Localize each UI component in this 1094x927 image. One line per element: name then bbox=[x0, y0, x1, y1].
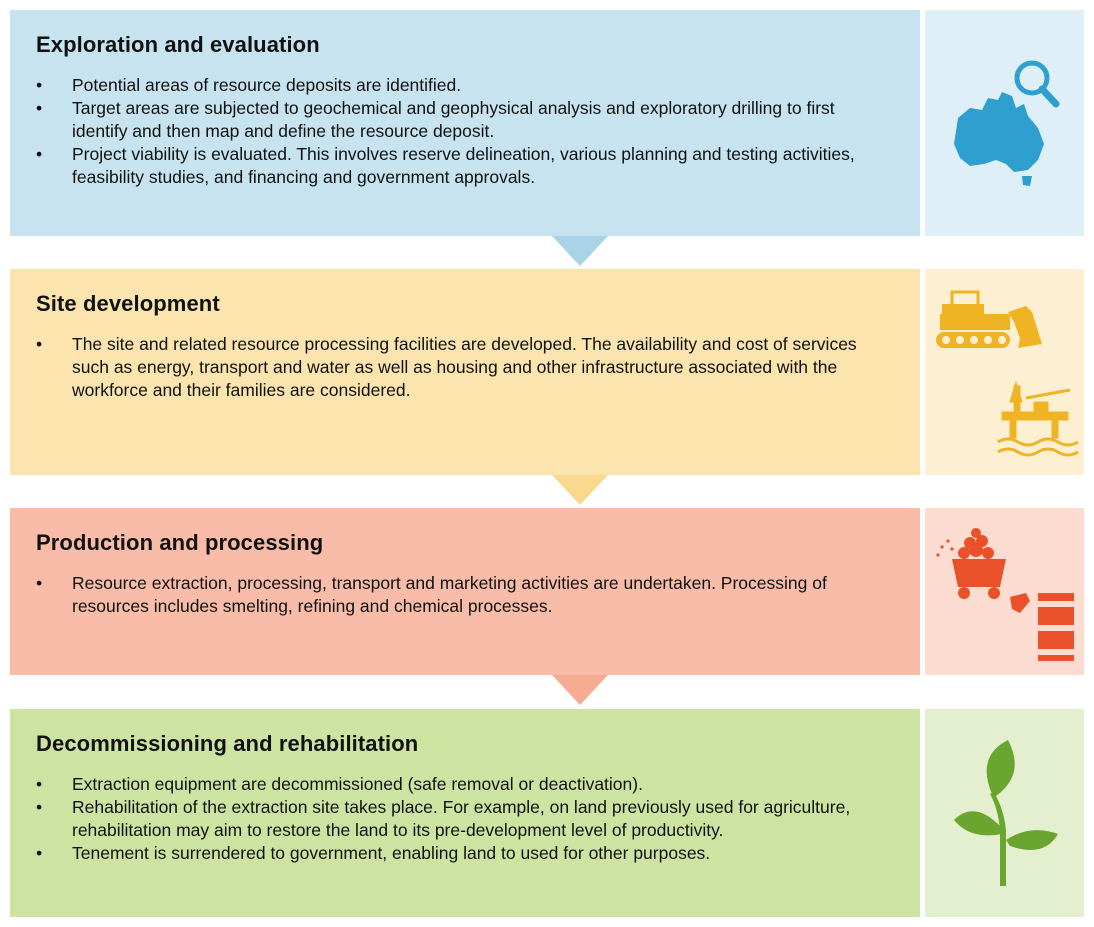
stage-site-development: Site development The site and related re… bbox=[10, 269, 920, 475]
stage-title: Exploration and evaluation bbox=[36, 32, 320, 57]
bullet-item: The site and related resource processing… bbox=[36, 333, 894, 402]
bulldozer-icon bbox=[935, 290, 1079, 457]
bullet-list: Resource extraction, processing, transpo… bbox=[36, 572, 894, 618]
bullet-item: Project viability is evaluated. This inv… bbox=[36, 143, 894, 189]
stage-production-icon-panel bbox=[925, 508, 1084, 675]
bullet-item: Potential areas of resource deposits are… bbox=[36, 74, 894, 97]
stage-title: Production and processing bbox=[36, 530, 324, 555]
bullet-list: Extraction equipment are decommissioned … bbox=[36, 773, 894, 865]
magnifier-icon bbox=[1014, 60, 1059, 108]
flow-arrow bbox=[552, 236, 608, 266]
stage-site-development-icon-panel bbox=[925, 269, 1084, 475]
stage-exploration-icon-panel bbox=[925, 10, 1084, 236]
oil-rig-icon bbox=[996, 380, 1079, 457]
mine-cart-icon bbox=[935, 527, 1074, 661]
bullet-list: Potential areas of resource deposits are… bbox=[36, 74, 894, 189]
bullet-item: Tenement is surrendered to government, e… bbox=[36, 842, 894, 865]
bullet-item: Rehabilitation of the extraction site ta… bbox=[36, 796, 894, 842]
seedling-icon bbox=[953, 740, 1058, 886]
flow-arrow bbox=[552, 475, 608, 505]
bullet-item: Resource extraction, processing, transpo… bbox=[36, 572, 894, 618]
barrel-icon bbox=[1037, 592, 1074, 661]
stage-decommissioning: Decommissioning and rehabilitation Extra… bbox=[10, 709, 920, 917]
stage-exploration: Exploration and evaluation Potential are… bbox=[10, 10, 920, 236]
bullet-item: Extraction equipment are decommissioned … bbox=[36, 773, 894, 796]
bullet-item: Target areas are subjected to geochemica… bbox=[36, 97, 894, 143]
stage-decommissioning-icon-panel bbox=[925, 709, 1084, 917]
bullet-list: The site and related resource processing… bbox=[36, 333, 894, 402]
australia-map-icon bbox=[953, 60, 1059, 186]
flow-arrow bbox=[552, 675, 608, 705]
stage-title: Decommissioning and rehabilitation bbox=[36, 731, 419, 756]
stage-title: Site development bbox=[36, 291, 220, 316]
stage-production: Production and processing Resource extra… bbox=[10, 508, 920, 675]
